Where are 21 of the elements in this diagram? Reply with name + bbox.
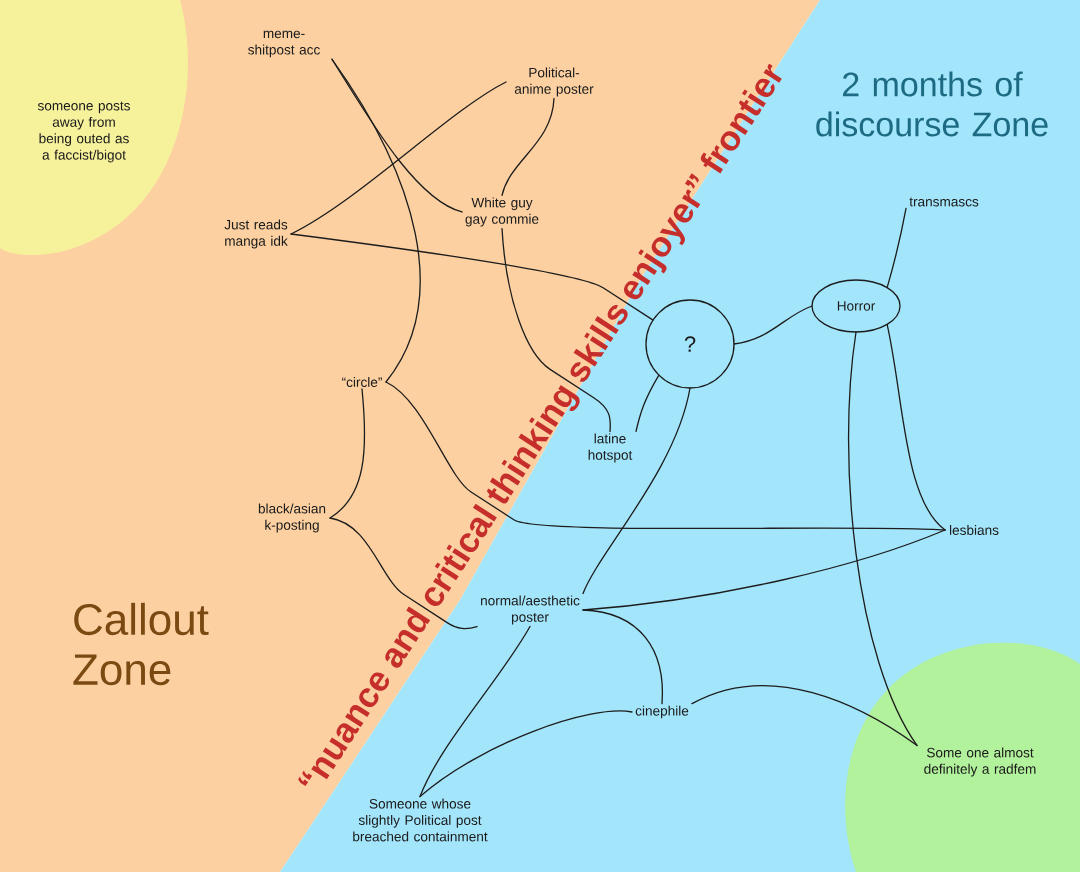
connector-line	[582, 529, 946, 611]
connector-line	[331, 58, 421, 383]
connector-line	[886, 207, 907, 289]
connector-line	[635, 374, 660, 433]
connector-line	[419, 625, 531, 798]
bubble: ?	[645, 299, 735, 389]
connector-line	[733, 305, 813, 345]
connector-line	[691, 685, 918, 747]
connector-line	[331, 58, 463, 213]
connector-line	[582, 609, 664, 705]
connector-line	[582, 387, 691, 595]
connector-line	[886, 323, 946, 531]
connector-line	[329, 517, 478, 630]
connector-line	[501, 97, 555, 197]
connector-line	[385, 381, 946, 531]
connector-line	[290, 81, 507, 235]
connector-line	[329, 388, 366, 519]
connector-line	[419, 710, 633, 798]
connector-line	[501, 227, 611, 433]
connector-line	[290, 233, 654, 321]
connector-line	[847, 331, 918, 747]
